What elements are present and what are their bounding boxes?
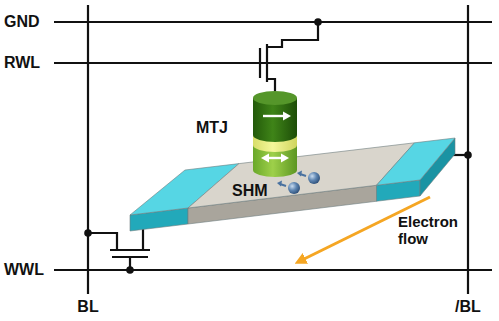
signal-name: GND (4, 13, 40, 31)
magnet-arrow (261, 154, 269, 163)
signal-name: WWL (4, 261, 44, 279)
junction-dot (84, 229, 92, 237)
electron (308, 172, 320, 184)
transistor-gate (259, 48, 261, 78)
bl-bar-line (467, 5, 469, 294)
magnet-arrow (283, 112, 291, 121)
circuit-wires (54, 5, 492, 294)
bl-wire (88, 233, 117, 250)
rwl-line (54, 62, 492, 64)
signal-name: BL (77, 298, 98, 316)
signal-name: RWL (4, 54, 40, 72)
slab-top (188, 143, 415, 208)
junction-dot (314, 18, 322, 26)
junction-dot (464, 151, 472, 159)
transistor-channel (266, 44, 268, 82)
magnet-arrow (281, 154, 289, 163)
junction-dot (126, 266, 134, 274)
gnd-line (54, 21, 492, 23)
slab-end (377, 138, 456, 185)
electron (288, 182, 300, 194)
spin-arrow (297, 171, 302, 177)
bl-line (87, 5, 89, 294)
junction-dots (84, 18, 472, 274)
mtj-node: MTJ (196, 119, 228, 137)
mtj-pillar (253, 91, 297, 177)
wwl-line (54, 269, 492, 271)
signal-name: /BL (455, 298, 481, 316)
flow-label: Electron flow (398, 213, 462, 248)
drain-wire (267, 22, 318, 47)
shm-node: SHM (232, 182, 268, 200)
node-label: MTJ (196, 119, 228, 137)
magnet-arrow (263, 115, 286, 117)
electrons (277, 171, 320, 195)
spin-arrow (277, 181, 282, 187)
pillar-top (253, 91, 297, 105)
node-label: SHM (232, 182, 268, 200)
slab-wire (142, 229, 144, 250)
source-wire (267, 79, 275, 91)
